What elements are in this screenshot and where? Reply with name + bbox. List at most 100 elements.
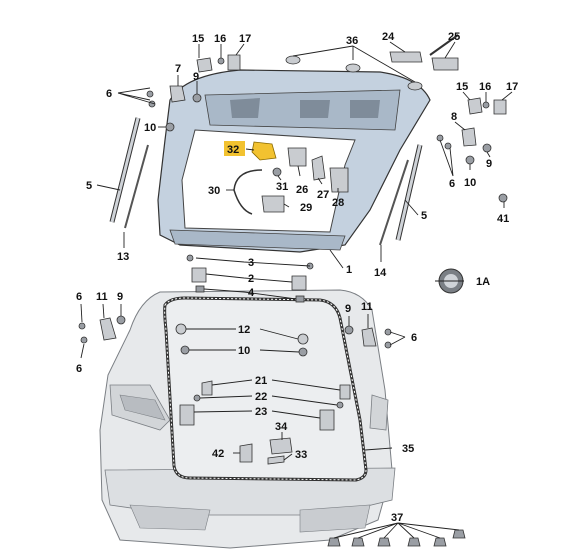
label-9-top-left: 9 xyxy=(193,71,199,83)
bumper-21-left xyxy=(201,380,213,396)
label-9-lower-right: 9 xyxy=(345,303,351,315)
hinge-2-left xyxy=(191,267,207,283)
label-6-lower-right: 6 xyxy=(411,332,417,344)
bolt-22-right xyxy=(336,401,344,409)
label-11-right: 11 xyxy=(361,301,373,313)
label-17-left: 17 xyxy=(239,33,251,45)
bolt-9-lr xyxy=(344,325,354,335)
part-15-right xyxy=(467,97,483,115)
label-4: 4 xyxy=(248,287,255,299)
bolt-6-lr-b xyxy=(384,341,392,349)
part-34 xyxy=(269,437,293,455)
part-25 xyxy=(431,57,459,71)
part-24 xyxy=(389,51,423,63)
plug-12-left xyxy=(175,323,187,335)
label-6-top-left: 6 xyxy=(106,88,112,100)
pad-4-left xyxy=(195,285,205,293)
label-31: 31 xyxy=(276,181,288,193)
label-32-highlight-box xyxy=(224,141,245,156)
label-14: 14 xyxy=(374,267,387,279)
label-8: 8 xyxy=(451,111,457,123)
bump-stop-36-a xyxy=(285,55,301,65)
part-33 xyxy=(267,455,285,465)
nut-37-e xyxy=(433,537,447,547)
label-34: 34 xyxy=(275,421,288,433)
bolt-10-tl xyxy=(165,122,175,132)
label-16-right: 16 xyxy=(479,81,491,93)
label-15-right: 15 xyxy=(456,81,468,93)
bolt-10-lower-left xyxy=(180,345,190,355)
label-42: 42 xyxy=(212,448,224,460)
label-27: 27 xyxy=(317,189,329,201)
label-36: 36 xyxy=(346,35,358,47)
label-22: 22 xyxy=(255,391,267,403)
buffer-11-left xyxy=(99,317,117,341)
label-6-lower-left-bottom: 6 xyxy=(76,363,82,375)
label-26: 26 xyxy=(296,184,308,196)
part-31 xyxy=(272,167,282,177)
part-16-left xyxy=(217,57,225,65)
label-13: 13 xyxy=(117,251,129,263)
bolt-6-ll-a xyxy=(78,322,86,330)
part-16-right xyxy=(482,101,490,109)
label-24: 24 xyxy=(382,31,395,43)
label-21: 21 xyxy=(255,375,267,387)
hinge-2-right xyxy=(291,275,307,291)
bolt-6-tl-a xyxy=(146,90,154,98)
nut-37-d xyxy=(407,537,421,547)
part-27 xyxy=(311,155,326,181)
label-29: 29 xyxy=(300,202,312,214)
label-10-top-left: 10 xyxy=(144,122,156,134)
bolt-9-tr xyxy=(482,143,492,153)
bolt-9-tl xyxy=(192,93,202,103)
label-1: 1 xyxy=(346,264,352,276)
label-1A: 1A xyxy=(476,276,490,288)
label-28: 28 xyxy=(332,197,344,209)
bolt-10-lower-right xyxy=(298,347,308,357)
bolt-41 xyxy=(498,193,508,203)
bolt-6-tr-b xyxy=(444,142,452,150)
striker-23-right xyxy=(319,409,335,431)
part-26 xyxy=(287,147,307,167)
hinge-8 xyxy=(461,127,477,147)
lock-29 xyxy=(261,195,285,213)
label-10-top-right: 10 xyxy=(464,177,476,189)
part-32-highlight xyxy=(251,141,277,161)
bolt-3-left xyxy=(186,254,194,262)
part-15-left xyxy=(196,57,213,73)
part-17-right xyxy=(493,99,507,115)
label-32: 32 xyxy=(227,144,239,156)
bump-stop-36-c xyxy=(407,81,423,91)
buffer-11-right xyxy=(361,327,377,347)
gas-strut-left xyxy=(109,117,149,229)
label-2: 2 xyxy=(248,273,254,285)
label-30: 30 xyxy=(208,185,220,197)
label-10-lower: 10 xyxy=(238,345,250,357)
gas-strut-right xyxy=(379,144,423,246)
label-23: 23 xyxy=(255,406,267,418)
label-37: 37 xyxy=(391,512,403,524)
nut-37-c xyxy=(377,537,391,547)
part-28 xyxy=(329,167,349,193)
label-15-left: 15 xyxy=(192,33,204,45)
bolt-6-ll-b xyxy=(80,336,88,344)
part-42 xyxy=(239,443,253,463)
label-11-left: 11 xyxy=(96,291,108,303)
bolt-9-ll xyxy=(116,315,126,325)
plug-12-right xyxy=(297,333,309,345)
part-17-left xyxy=(227,54,241,71)
label-5-left: 5 xyxy=(86,180,92,192)
label-5-right: 5 xyxy=(421,210,427,222)
pad-4-right xyxy=(295,295,305,303)
callout-labels: 6 7 9 10 5 13 15 16 17 36 24 25 15 16 17… xyxy=(76,31,518,524)
striker-23-left xyxy=(179,404,195,426)
label-41: 41 xyxy=(497,213,509,225)
label-7: 7 xyxy=(175,63,181,75)
bolt-22-left xyxy=(193,394,201,402)
bump-stop-36-b xyxy=(345,63,361,73)
label-33: 33 xyxy=(295,449,307,461)
label-3: 3 xyxy=(248,257,254,269)
nut-37-a xyxy=(327,537,341,547)
